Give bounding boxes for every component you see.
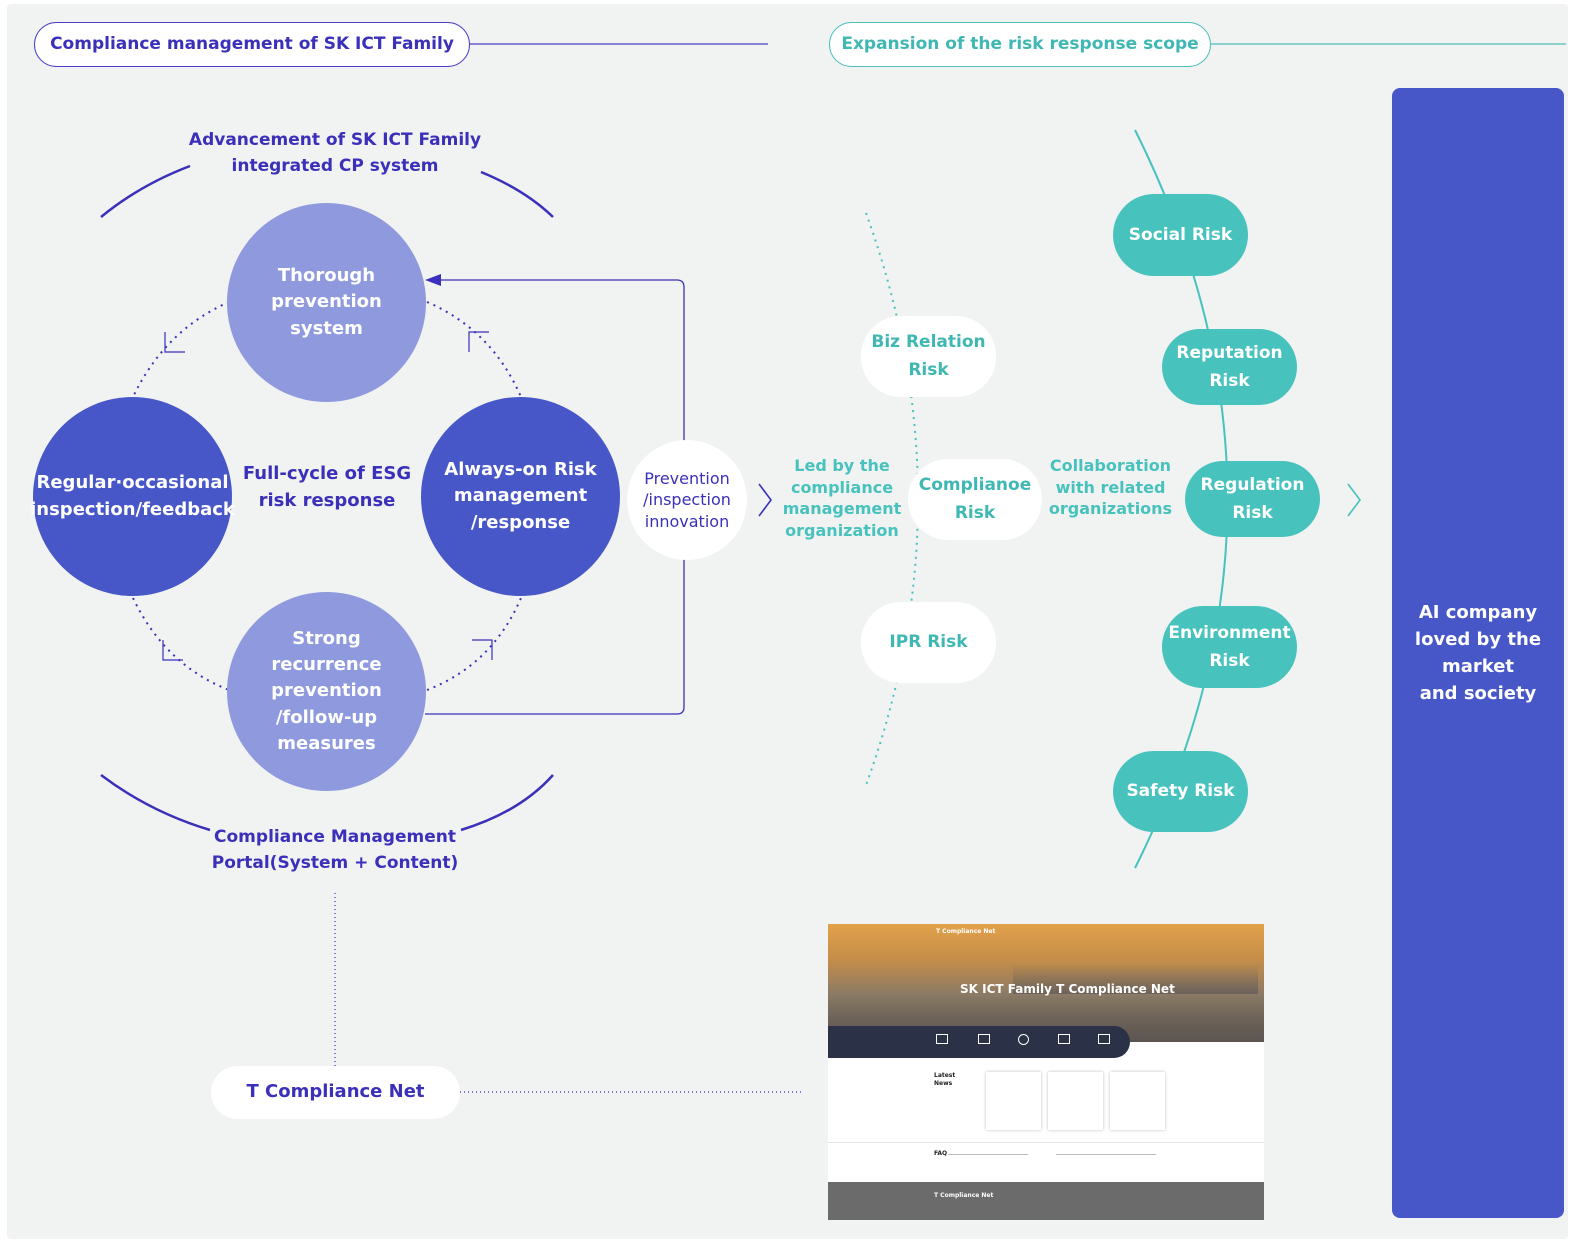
faq-label: FAQ — [934, 1150, 948, 1157]
portal-label: T Compliance Net — [246, 1081, 425, 1103]
goal-label: AI company loved by the market and socie… — [1414, 602, 1542, 704]
outer-arc-top-right — [480, 170, 554, 218]
risk-biz-relation: Biz Relation Risk — [861, 316, 996, 397]
hero-image — [828, 924, 1264, 1042]
risk-ipr: IPR Risk — [861, 602, 996, 683]
news-card — [1110, 1072, 1165, 1130]
footer-logo: T Compliance Net — [934, 1192, 994, 1199]
cycle-arrow-tick — [164, 332, 185, 353]
cycle-arc-bottom-left — [132, 597, 230, 691]
cycle-node-recurrence-prevention: Strong recurrence prevention /follow-up … — [227, 592, 426, 791]
faq-line — [1056, 1154, 1156, 1155]
portal-website-screenshot: T Compliance Net SK ICT Family T Complia… — [828, 924, 1264, 1220]
cycle-arc-bottom-right — [426, 597, 522, 691]
site-nav-icon — [936, 1034, 948, 1044]
site-nav-icon — [1098, 1034, 1110, 1044]
risk-social: Social Risk — [1113, 194, 1248, 276]
chevron-right-icon — [1347, 483, 1361, 517]
outer-arc-bottom-left — [100, 774, 211, 832]
news-card — [986, 1072, 1041, 1130]
portal-label-pill: T Compliance Net — [211, 1066, 460, 1119]
cycle-node-label: Strong recurrence prevention /follow-up … — [271, 628, 382, 754]
cycle-node-risk-management: Always-on Risk management /response — [421, 397, 620, 596]
cycle-arrow-tick — [468, 331, 489, 352]
inner-risk-arc — [865, 212, 919, 786]
cycle-arrow-tick — [472, 639, 493, 660]
cycle-bottom-caption: Compliance Management Portal(System + Co… — [211, 827, 459, 874]
risk-environment: Environment Risk — [1162, 606, 1297, 688]
goal-banner: AI company loved by the market and socie… — [1392, 88, 1564, 1218]
cycle-arc-top-right — [426, 301, 522, 398]
risk-reputation: Reputation Risk — [1162, 329, 1297, 405]
cycle-node-label: Regular·occasional inspection/feedback — [30, 472, 235, 520]
risk-compliance: Complianoe Risk — [908, 459, 1042, 540]
risk-label: Reputation Risk — [1176, 342, 1283, 391]
latest-news-heading: Latest News — [934, 1072, 956, 1087]
led-by-label: Led by the compliance management organiz… — [782, 456, 902, 540]
cycle-node-label: Thorough prevention system — [271, 265, 382, 339]
site-logo: T Compliance Net — [936, 928, 996, 935]
section-header-left: Compliance management of SK ICT Family — [34, 22, 470, 67]
cycle-node-inspection: Regular·occasional inspection/feedback — [30, 397, 235, 596]
risk-label: Regulation Risk — [1200, 474, 1305, 523]
site-nav-bar — [828, 1026, 1130, 1058]
cycle-node-label: Always-on Risk management /response — [444, 459, 597, 533]
hero-city-silhouette — [1013, 964, 1258, 994]
risk-regulation: Regulation Risk — [1185, 461, 1320, 537]
site-nav-icon — [1058, 1034, 1070, 1044]
innovation-label: Prevention /inspection innovation — [643, 468, 731, 531]
outer-arc-bottom-right — [460, 774, 554, 832]
innovation-node: Prevention /inspection innovation — [627, 440, 747, 560]
section-header-right: Expansion of the risk response scope — [829, 22, 1211, 67]
cycle-top-caption: Advancement of SK ICT Family integrated … — [188, 130, 482, 177]
site-nav-icon — [1018, 1034, 1029, 1045]
risk-safety: Safety Risk — [1113, 751, 1248, 832]
risk-label: Environment Risk — [1168, 622, 1291, 671]
risk-label: Biz Relation Risk — [871, 332, 986, 380]
cycle-arrow-tick — [162, 640, 183, 661]
cycle-arc-top-left — [132, 301, 230, 398]
chevron-right-icon — [758, 483, 772, 517]
outer-arc-top-left — [100, 164, 191, 218]
risk-label: IPR Risk — [889, 631, 968, 652]
news-card — [1048, 1072, 1103, 1130]
feedback-arrowhead — [425, 274, 441, 286]
risk-label: Complianoe Risk — [918, 475, 1032, 523]
site-nav-icon — [978, 1034, 990, 1044]
collaboration-label: Collaboration with related organizations — [1048, 456, 1173, 519]
risk-label: Social Risk — [1128, 224, 1233, 245]
site-footer — [828, 1182, 1264, 1220]
faq-line — [948, 1154, 1028, 1155]
faq-strip — [828, 1142, 1264, 1169]
site-hero-title: SK ICT Family T Compliance Net — [960, 982, 1175, 996]
cycle-center-label: Full-cycle of ESG risk response — [242, 463, 412, 511]
risk-label: Safety Risk — [1126, 781, 1235, 802]
cycle-node-prevention: Thorough prevention system — [227, 203, 426, 402]
